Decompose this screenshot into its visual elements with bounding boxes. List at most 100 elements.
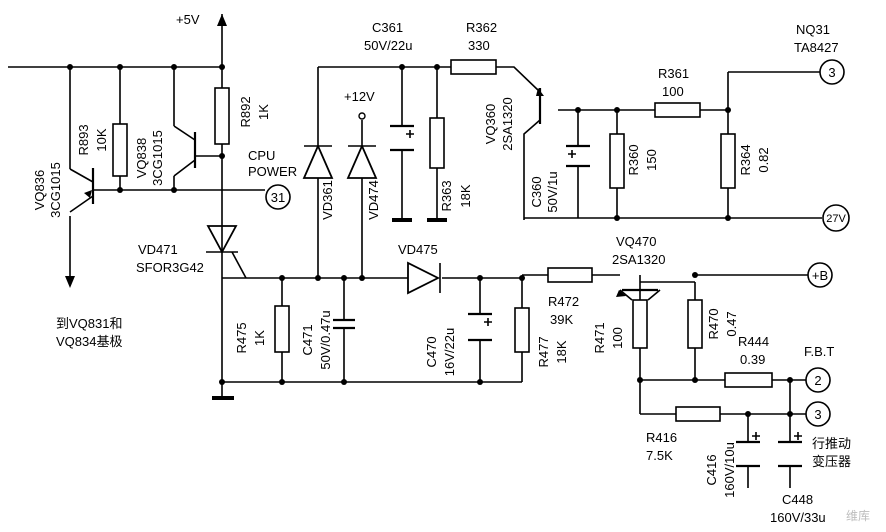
r364-ref: R364 [738, 144, 753, 175]
c448-ref: C448 [782, 492, 813, 507]
r472-ref: R472 [548, 294, 579, 309]
plus5v-label: +5V [176, 12, 200, 27]
vq838-value: 3CG1015 [150, 130, 165, 186]
r477-ref: R477 [536, 336, 551, 367]
power-label: POWER [248, 164, 297, 179]
r444-ref: R444 [738, 334, 769, 349]
r361-value: 100 [662, 84, 684, 99]
vq470-value: 2SA1320 [612, 252, 666, 267]
terminal-2 [805, 367, 831, 393]
r416-ref: R416 [646, 430, 677, 445]
vq836-value: 3CG1015 [48, 162, 63, 218]
c471-ref: C471 [300, 324, 315, 355]
terminal-3-top [819, 59, 845, 85]
diodes [206, 112, 441, 295]
vd471-symbol [206, 225, 238, 254]
c360-ref: C360 [529, 176, 544, 207]
r363-value: 18K [458, 184, 473, 207]
r444-body [724, 372, 773, 388]
terminal-31-label: 31 [271, 190, 285, 205]
r477-body [514, 307, 530, 353]
terminal-27v [822, 204, 850, 232]
r362-body [450, 59, 497, 75]
wires [8, 14, 822, 488]
watermark: 维库 [846, 508, 870, 523]
vq836-ref: VQ836 [32, 170, 47, 210]
r360-value: 150 [644, 149, 659, 171]
c416-ref: C416 [704, 454, 719, 485]
vd475-ref: VD475 [398, 242, 438, 257]
r893-value: 10K [94, 128, 109, 151]
r470-body [687, 299, 703, 349]
r470-ref: R470 [706, 308, 721, 339]
vd471-ref: VD471 [138, 242, 178, 257]
r471-body [632, 299, 648, 349]
terminals: 31 3 27V +B 2 3 [265, 59, 850, 427]
r362-ref: R362 [466, 20, 497, 35]
r361-body [654, 102, 701, 118]
terminal-3-bottom-label: 3 [814, 407, 821, 422]
c471-value: 50V/0.47u [318, 310, 333, 369]
r362-value: 330 [468, 38, 490, 53]
c416-value: 160V/10u [722, 442, 737, 498]
vq360-ref: VQ360 [483, 104, 498, 144]
vd471-value: SFOR3G42 [136, 260, 204, 275]
vd474-ref: VD474 [366, 180, 381, 220]
labels: +5V +12V R893 10K R892 1K VQ836 3CG1015 … [32, 12, 870, 525]
r416-body [675, 406, 721, 422]
vq360-value: 2SA1320 [500, 97, 515, 151]
c470-value: 16V/22u [442, 328, 457, 376]
capacitors [333, 124, 802, 468]
r475-value: 1K [252, 330, 267, 346]
r470-value: 0.47 [724, 311, 739, 336]
r364-body [720, 133, 736, 189]
r472-value: 39K [550, 312, 573, 327]
vq470-ref: VQ470 [616, 234, 656, 249]
terminal-plus-b [807, 262, 833, 288]
c361-ref: C361 [372, 20, 403, 35]
fbt-label: F.B.T [804, 344, 834, 359]
r361-ref: R361 [658, 66, 689, 81]
r472-body [547, 267, 593, 283]
r363-body [429, 117, 445, 169]
polarity-marks [406, 130, 802, 440]
r892-value: 1K [256, 104, 271, 120]
r475-ref: R475 [234, 322, 249, 353]
r416-value: 7.5K [646, 448, 673, 463]
vd475-symbol [407, 261, 441, 295]
to-vq-label-1: 到VQ831和 [56, 316, 122, 331]
r364-value: 0.82 [756, 147, 771, 172]
nq31-label: NQ31 [796, 22, 830, 37]
r892-ref: R892 [238, 96, 253, 127]
r893-body [112, 123, 128, 177]
r475-body [274, 305, 290, 353]
ground-symbols [212, 218, 447, 400]
r471-ref: R471 [592, 322, 607, 353]
r892-body [214, 87, 230, 145]
terminal-3-bottom [805, 401, 831, 427]
c361-value: 50V/22u [364, 38, 412, 53]
c470-ref: C470 [424, 336, 439, 367]
terminal-31 [265, 184, 291, 210]
transistors [69, 88, 658, 292]
terminal-3-top-label: 3 [828, 65, 835, 80]
r360-body [609, 133, 625, 189]
vd361-symbol [302, 143, 334, 179]
terminal-27v-label: 27V [826, 213, 846, 225]
cpu-label: CPU [248, 148, 275, 163]
terminal-plus-b-label: +B [812, 268, 828, 283]
transformer-label-1: 行推动 [812, 436, 851, 451]
vq838-ref: VQ838 [134, 138, 149, 178]
to-vq-label-2: VQ834基极 [56, 334, 122, 349]
r444-value: 0.39 [740, 352, 765, 367]
terminal-2-label: 2 [814, 373, 821, 388]
r477-value: 18K [554, 340, 569, 363]
ta8427-label: TA8427 [794, 40, 839, 55]
junction-dots [67, 64, 793, 417]
r363-ref: R363 [439, 180, 454, 211]
transformer-label-2: 变压器 [812, 454, 851, 469]
vd361-ref: VD361 [320, 180, 335, 220]
c360-value: 50V/1u [545, 171, 560, 212]
c448-value: 160V/33u [770, 510, 826, 525]
